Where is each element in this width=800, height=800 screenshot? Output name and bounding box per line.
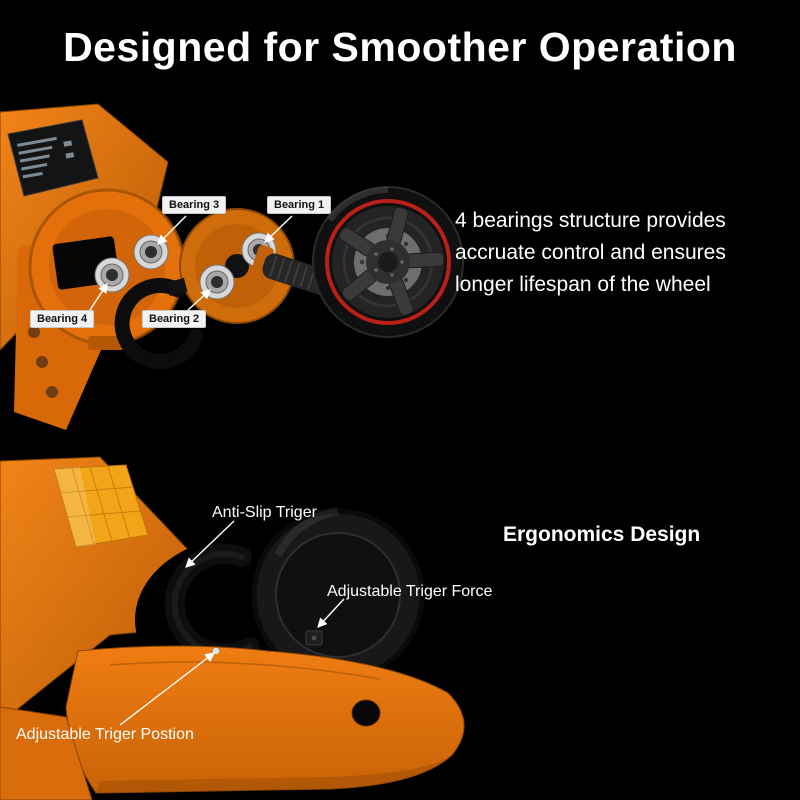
bearing-4-label: Bearing 4 (30, 310, 95, 328)
trigger-clip-graphic (114, 277, 204, 369)
callout-line-bearing-4 (89, 282, 108, 311)
bearing-4-graphic (94, 257, 130, 293)
wheel-red-stripe (325, 199, 451, 325)
bearing-1-label: Bearing 1 (267, 196, 332, 214)
trigger-force-label: Adjustable Triger Force (327, 583, 493, 600)
trigger-callout-lines (119, 520, 345, 726)
ergonomics-heading: Ergonomics Design (503, 523, 701, 546)
page-title: Designed for Smoother Operation (63, 24, 737, 70)
callout-line-bearing-1 (264, 215, 293, 243)
reflective-sticker (53, 464, 149, 548)
callout-line-anti-slip (185, 520, 235, 568)
lower-shell (65, 645, 465, 794)
bearing-description: 4 bearings structure provides accruate c… (455, 205, 765, 301)
steering-wheel (312, 186, 464, 338)
bearing-3-label: Bearing 3 (162, 196, 227, 214)
callout-line-bearing-2 (187, 289, 211, 311)
bearing-3-graphic (133, 234, 169, 270)
trigger-force-button-graphic (305, 630, 323, 646)
lcd-screen (7, 119, 99, 197)
anti-slip-trigger-label: Anti-Slip Triger (212, 504, 317, 521)
callout-line-trigger-force (317, 598, 345, 628)
trigger-ergonomics-illustration (0, 456, 465, 800)
callout-line-trigger-position (119, 652, 215, 726)
grip-beam (0, 456, 211, 724)
screw-hole (351, 699, 381, 727)
bearing-callout-lines (89, 215, 293, 311)
trigger-position-label: Adjustable Triger Postion (16, 726, 194, 743)
bottom-left-shell (0, 706, 93, 800)
description-line-2: accruate control and ensures (455, 241, 726, 264)
wheel-spokes (338, 206, 445, 316)
exploded-wheel-illustration (0, 103, 464, 430)
bearing-2-label: Bearing 2 (142, 310, 207, 328)
trigger-pivot-dot (212, 647, 220, 655)
callout-line-bearing-3 (157, 215, 187, 245)
description-line-1: 4 bearings structure provides (455, 209, 726, 232)
description-line-3: longer lifespan of the wheel (455, 273, 711, 296)
